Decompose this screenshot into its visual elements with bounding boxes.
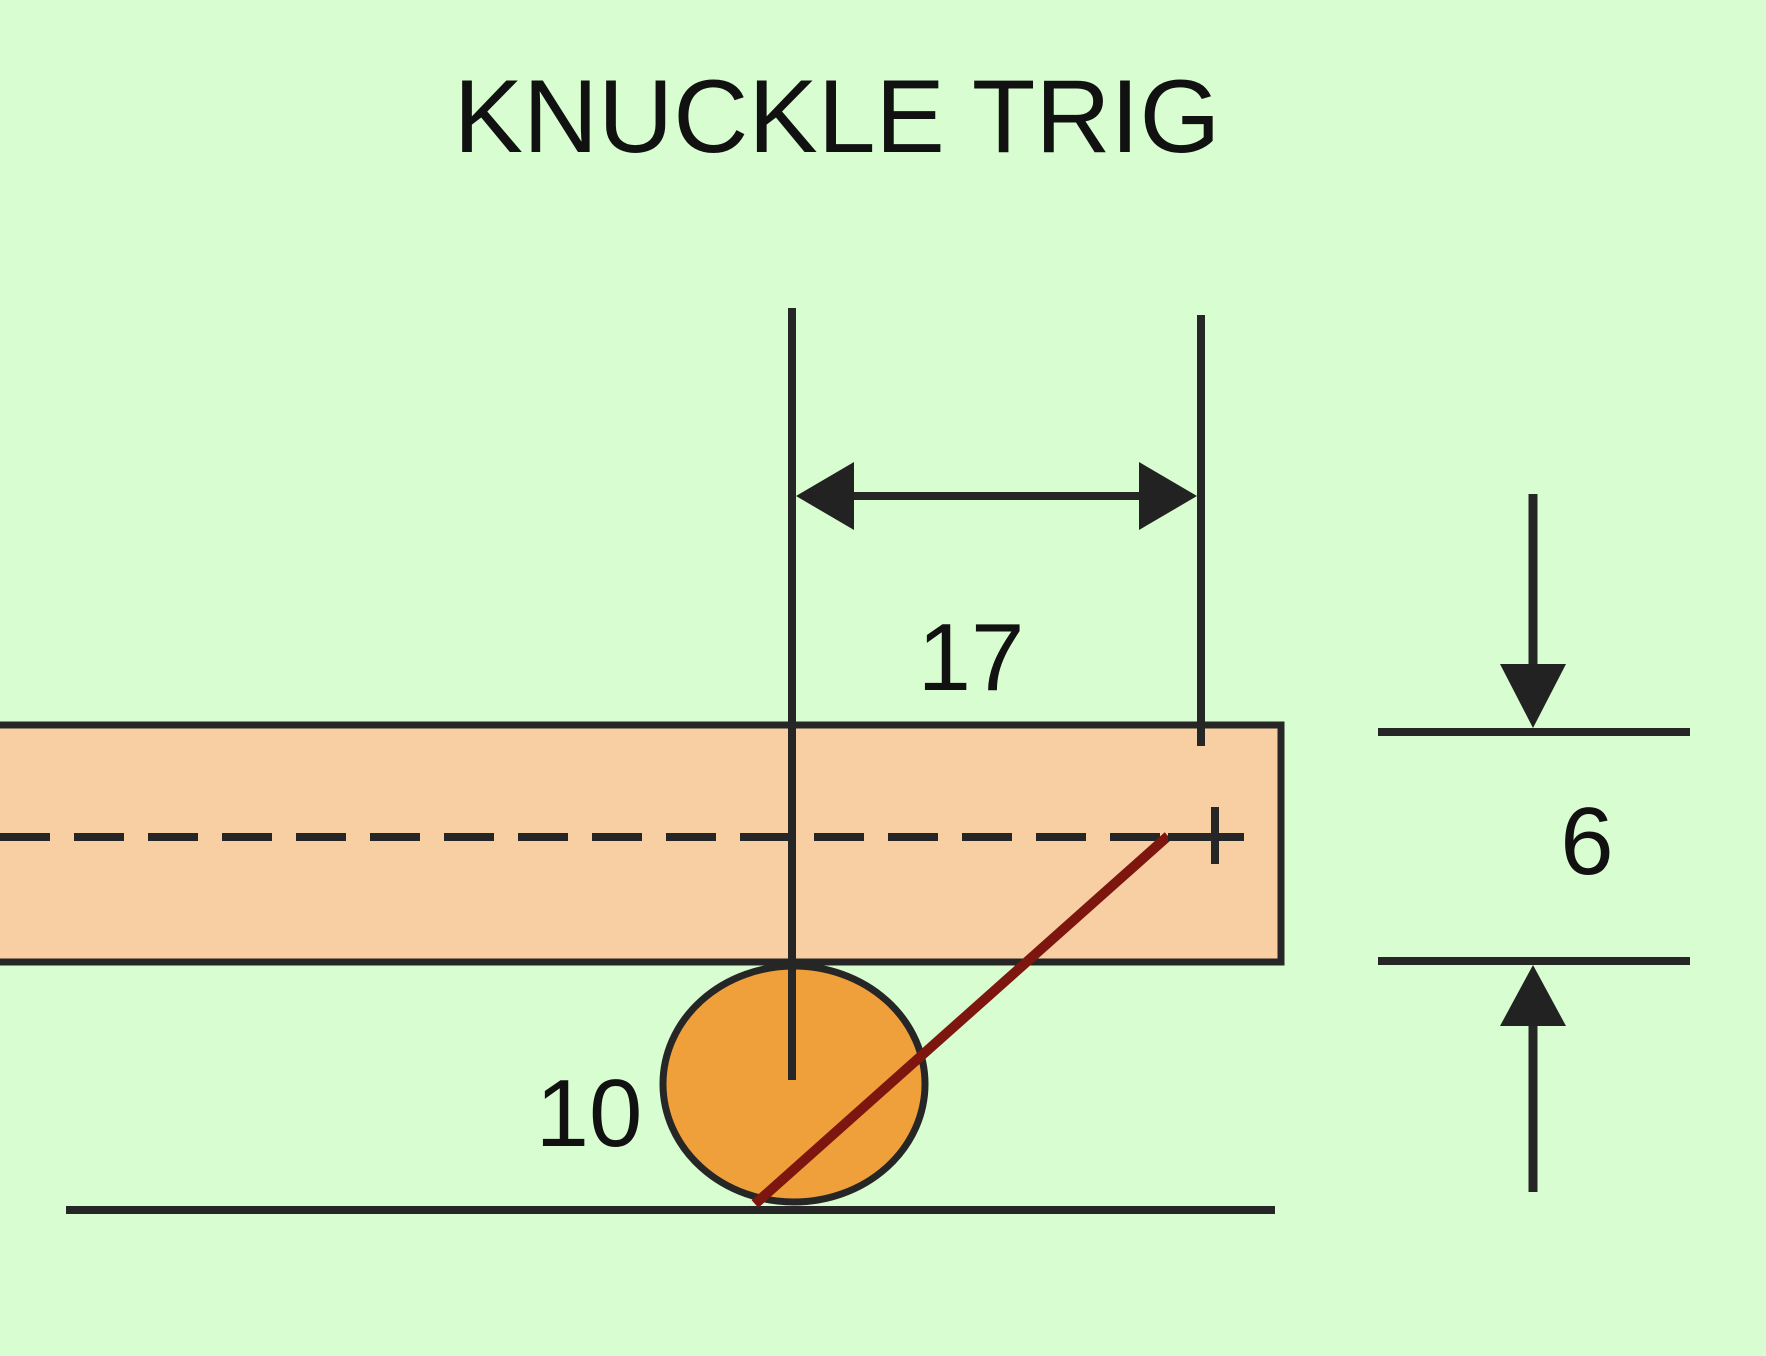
arrowhead-up bbox=[1500, 965, 1566, 1026]
trig-diagonal-line bbox=[751, 832, 1172, 1208]
dimension-label-vertical: 6 bbox=[1560, 788, 1613, 895]
diagram-title: KNUCKLE TRIG bbox=[454, 59, 1221, 175]
dimension-label-horizontal: 17 bbox=[918, 604, 1025, 711]
plank-bar bbox=[0, 721, 1285, 966]
arrowhead-down bbox=[1500, 664, 1566, 728]
arrowhead-left bbox=[796, 462, 854, 530]
arrowhead-right bbox=[1139, 462, 1197, 530]
knuckle-circle-label: 10 bbox=[536, 1060, 643, 1167]
